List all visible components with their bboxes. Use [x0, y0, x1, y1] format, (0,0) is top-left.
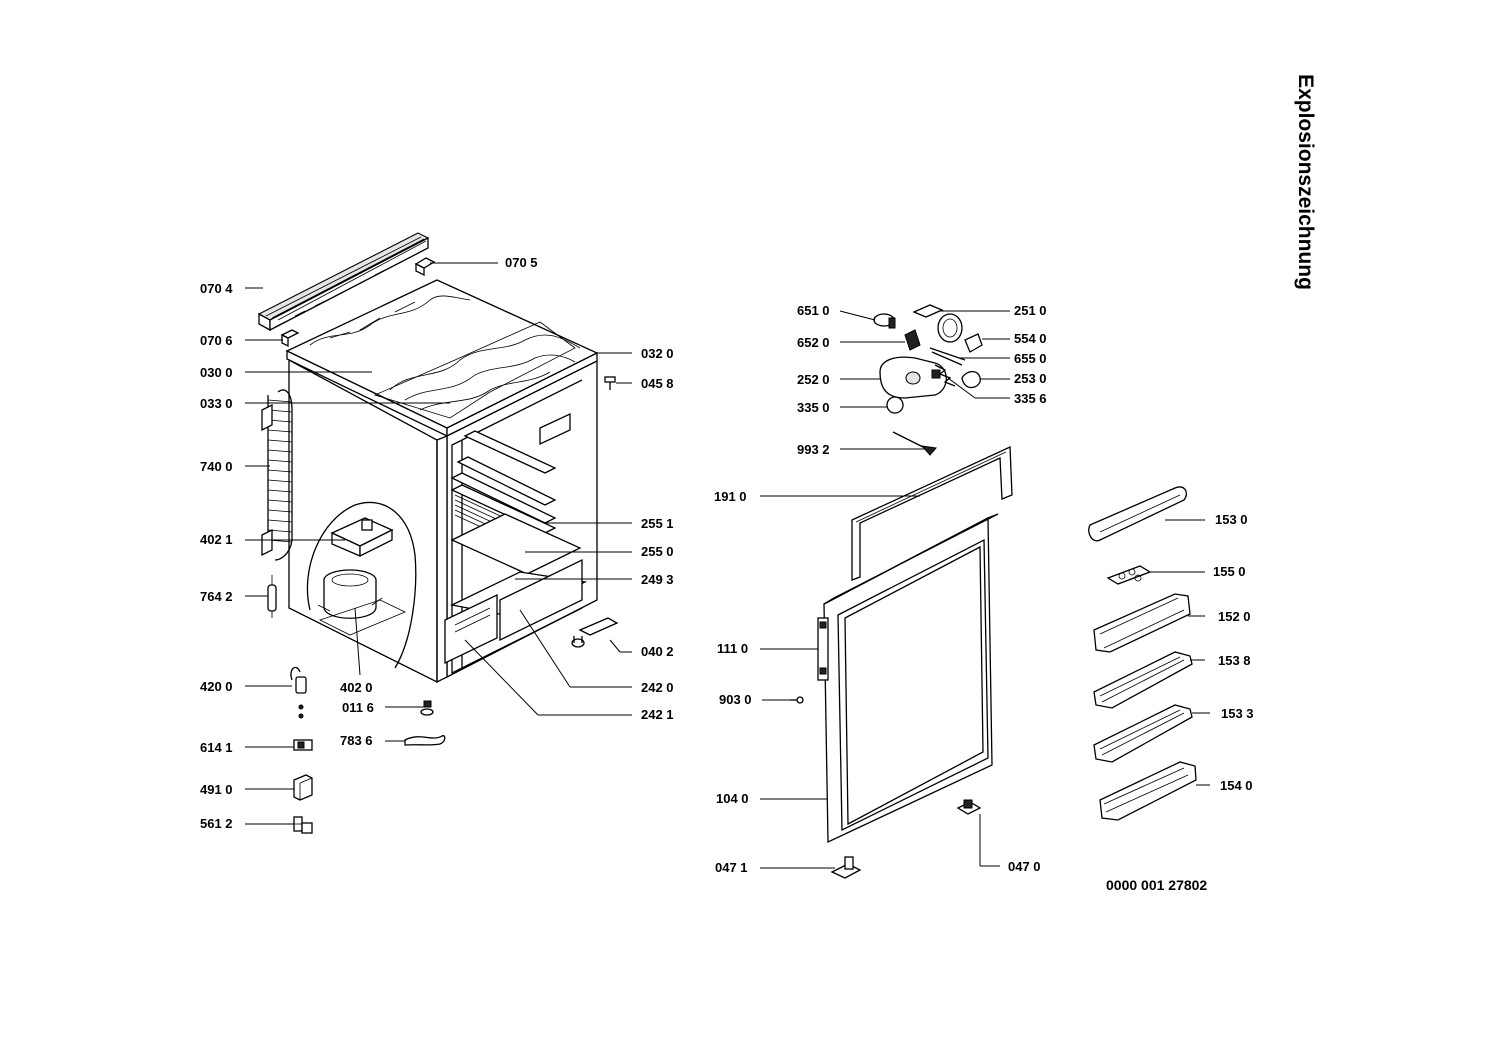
part-label-4910[interactable]: 491 0 [200, 782, 233, 797]
part-label-2550[interactable]: 255 0 [641, 544, 674, 559]
compressor-compartment [306, 501, 417, 669]
part-label-0320[interactable]: 032 0 [641, 346, 674, 361]
cover-cap-part [293, 774, 313, 801]
hinge-bracket-part [571, 617, 619, 648]
part-label-0330[interactable]: 033 0 [200, 396, 233, 411]
grille-clip-part [414, 257, 436, 277]
screw-part [604, 376, 616, 390]
control-parts [873, 304, 983, 456]
lower-hinge-part [830, 856, 862, 879]
capacitor-part [290, 666, 307, 719]
part-label-9932[interactable]: 993 2 [797, 442, 830, 457]
door-shelf-top-part [1093, 593, 1191, 653]
drawing-number: 0000 001 27802 [1106, 877, 1208, 893]
part-label-6510[interactable]: 651 0 [797, 303, 830, 318]
top-grille-part [257, 232, 430, 332]
part-label-2510[interactable]: 251 0 [1014, 303, 1047, 318]
part-label-7836[interactable]: 783 6 [340, 733, 373, 748]
condenser-part [261, 389, 293, 561]
part-label-0458[interactable]: 045 8 [641, 376, 674, 391]
part-label-5540[interactable]: 554 0 [1014, 331, 1047, 346]
part-label-0705[interactable]: 070 5 [505, 255, 538, 270]
part-label-2420[interactable]: 242 0 [641, 680, 674, 695]
page-title: Explosionszeichnung [1294, 74, 1317, 290]
part-label-6550[interactable]: 655 0 [1014, 351, 1047, 366]
part-label-1910[interactable]: 191 0 [714, 489, 747, 504]
hinge-pin-part [956, 799, 982, 815]
part-label-5612[interactable]: 561 2 [200, 816, 233, 831]
part-label-3356[interactable]: 335 6 [1014, 391, 1047, 406]
part-label-0706[interactable]: 070 6 [200, 333, 233, 348]
part-label-0471[interactable]: 047 1 [715, 860, 748, 875]
part-label-1538[interactable]: 153 8 [1218, 653, 1251, 668]
part-label-0470[interactable]: 047 0 [1008, 859, 1041, 874]
leader-lines [245, 262, 1210, 869]
part-label-0116[interactable]: 011 6 [342, 700, 374, 715]
cabinet-interior [444, 379, 588, 675]
part-label-2520[interactable]: 252 0 [797, 372, 830, 387]
part-label-6520[interactable]: 652 0 [797, 335, 830, 350]
part-label-2493[interactable]: 249 3 [641, 572, 674, 587]
butter-compartment-part [1088, 486, 1188, 542]
part-label-4200[interactable]: 420 0 [200, 679, 233, 694]
dryer-filter-part [267, 575, 277, 618]
door-gasket-part [851, 446, 1013, 581]
door-shelf-middle-part [1093, 651, 1193, 709]
bottle-shelf-part [1099, 761, 1197, 821]
part-label-1530[interactable]: 153 0 [1215, 512, 1248, 527]
part-label-0402[interactable]: 040 2 [641, 644, 674, 659]
part-label-1040[interactable]: 104 0 [716, 791, 749, 806]
part-label-1540[interactable]: 154 0 [1220, 778, 1253, 793]
part-label-0704[interactable]: 070 4 [200, 281, 233, 296]
part-label-1520[interactable]: 152 0 [1218, 609, 1251, 624]
part-label-4020[interactable]: 402 0 [340, 680, 373, 695]
part-label-0300[interactable]: 030 0 [200, 365, 233, 380]
starter-relay-part [293, 739, 313, 751]
part-label-2530[interactable]: 253 0 [1014, 371, 1047, 386]
part-label-3350[interactable]: 335 0 [797, 400, 830, 415]
part-label-1110[interactable]: 111 0 [717, 641, 749, 656]
part-label-2421[interactable]: 242 1 [641, 707, 674, 722]
grille-bracket-part [280, 329, 300, 348]
door-part [817, 513, 999, 844]
drain-hose-part [404, 735, 446, 746]
part-label-4021[interactable]: 402 1 [200, 532, 233, 547]
part-label-1550[interactable]: 155 0 [1213, 564, 1246, 579]
part-label-7400[interactable]: 740 0 [200, 459, 233, 474]
part-label-9030[interactable]: 903 0 [719, 692, 752, 707]
door-screw-part [790, 696, 804, 704]
part-label-1533[interactable]: 153 3 [1221, 706, 1254, 721]
part-label-2551[interactable]: 255 1 [641, 516, 674, 531]
door-shelf-lower-part [1093, 704, 1193, 763]
adjustable-foot-part [420, 700, 434, 716]
part-label-6141[interactable]: 614 1 [200, 740, 233, 755]
part-label-7642[interactable]: 764 2 [200, 589, 233, 604]
